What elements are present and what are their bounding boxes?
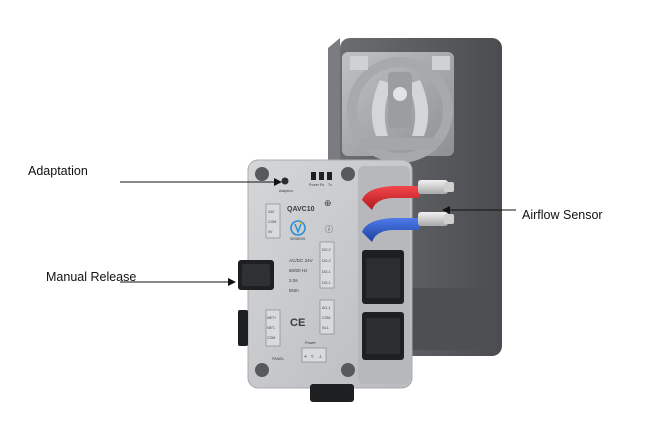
spec-voltage: AC/DC 24V bbox=[289, 258, 314, 263]
ce-mark: CE bbox=[290, 317, 305, 329]
spec-labels: AC/DC 24V 50/60 Hz 2.0s 5Nm bbox=[289, 258, 314, 293]
device-label: AO-1 bbox=[322, 306, 330, 310]
brand-logo bbox=[290, 220, 306, 236]
panel-label: PANEL bbox=[272, 357, 284, 361]
led-label-tx: Tx bbox=[328, 183, 332, 187]
device-label: IN-1 bbox=[322, 326, 329, 330]
device-label: DO-2 bbox=[322, 259, 331, 263]
device-label: NET+ bbox=[267, 316, 276, 320]
pressure-tubes bbox=[362, 180, 454, 242]
adaptation-callout: Adaptation bbox=[28, 164, 88, 178]
terminal-block-power: 24V COM 0V bbox=[265, 203, 281, 239]
blue-tube-fitting bbox=[418, 212, 448, 226]
spec-frequency: 50/60 Hz bbox=[289, 268, 308, 273]
device-label: ⊥ bbox=[318, 354, 322, 360]
red-tube bbox=[362, 186, 420, 210]
device-label: ≈ bbox=[311, 354, 314, 360]
plus-symbol: ⊕ bbox=[324, 198, 332, 208]
device-label: 0V bbox=[268, 230, 273, 234]
side-connectors bbox=[362, 250, 404, 360]
device-label: DO-1 bbox=[322, 270, 331, 274]
model-label: QAVC10 bbox=[287, 206, 315, 213]
manual-release-callout: Manual Release bbox=[46, 270, 137, 284]
power-terminal: + ≈ ⊥ bbox=[301, 347, 327, 363]
terminal-block-analog: AO-1 COM IN-1 bbox=[319, 299, 335, 335]
device-label: COM bbox=[322, 316, 330, 320]
led-label-power: Power bbox=[309, 183, 320, 187]
device-label: + bbox=[304, 354, 307, 360]
brand-label: SIEMENS bbox=[290, 237, 306, 241]
callout-lines bbox=[120, 178, 516, 286]
led-indicators: Adaption Power Rx Tx bbox=[279, 172, 332, 193]
info-symbol: ⓘ bbox=[325, 225, 333, 234]
device-label: COM bbox=[267, 336, 275, 340]
device-label: DO-2 bbox=[322, 248, 331, 252]
led-label-adaption: Adaption bbox=[279, 189, 293, 193]
airflow-sensor-callout: Airflow Sensor bbox=[522, 208, 603, 222]
adaptation-button bbox=[281, 177, 289, 185]
spec-runtime: 2.0s bbox=[289, 278, 298, 283]
device-label: NET- bbox=[267, 326, 276, 330]
manual-release-button bbox=[238, 260, 274, 346]
power-label: Power bbox=[305, 341, 316, 345]
terminal-block-digital-out: DO-2 DO-2 DO-1 DO-1 bbox=[319, 241, 335, 289]
device-label: 24V bbox=[268, 210, 275, 214]
device-label: DO-1 bbox=[322, 281, 331, 285]
led-label-rx: Rx bbox=[320, 183, 325, 187]
device-label: COM bbox=[268, 220, 276, 224]
red-tube-fitting bbox=[418, 180, 448, 194]
spec-torque: 5Nm bbox=[289, 288, 299, 293]
blue-tube bbox=[362, 218, 420, 242]
terminal-block-network: NET+ NET- COM bbox=[265, 309, 281, 347]
bottom-connector bbox=[310, 384, 354, 402]
shaft-clamp bbox=[342, 52, 454, 163]
